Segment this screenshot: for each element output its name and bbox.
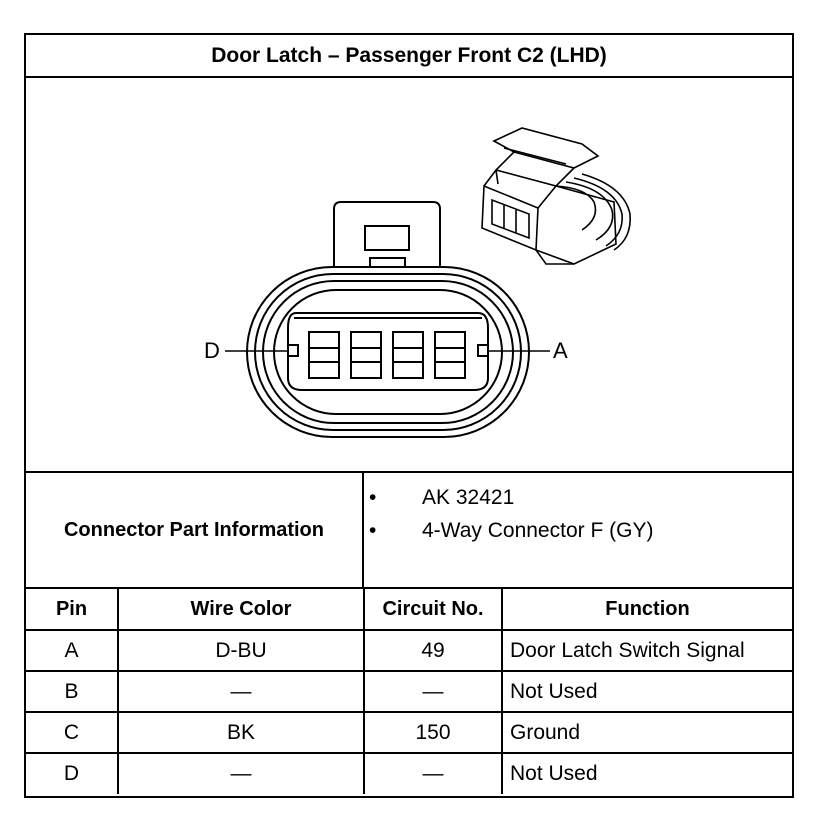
connector-info-label: Connector Part Information (26, 473, 364, 587)
connector-diagram: D A (26, 78, 792, 473)
connector-face-drawing (225, 127, 631, 438)
function-cell: Ground (501, 711, 792, 754)
wire-color-cell: — (117, 670, 365, 713)
connector-info-list: AK 32421 4-Way Connector F (GY) (364, 473, 792, 587)
circuit-cell: 49 (363, 629, 503, 672)
terminal-cavities (308, 331, 466, 379)
pin-label-a: A (553, 338, 568, 363)
connector-part-number: AK 32421 (369, 486, 514, 510)
pinout-table: Pin Wire Color Circuit No. Function A D-… (26, 589, 792, 794)
circuit-cell: 150 (363, 711, 503, 754)
pin-label-d: D (204, 338, 220, 363)
pin-cell: D (26, 752, 119, 794)
table-header-row: Pin Wire Color Circuit No. Function (26, 589, 792, 631)
circuit-cell: — (363, 752, 503, 794)
function-cell: Door Latch Switch Signal (501, 629, 792, 672)
header-function: Function (501, 589, 792, 631)
connector-sheet: Door Latch – Passenger Front C2 (LHD) (24, 33, 794, 798)
pin-cell: C (26, 711, 119, 754)
function-cell: Not Used (501, 752, 792, 794)
wire-color-cell: BK (117, 711, 365, 754)
table-row: D — — Not Used (26, 752, 792, 794)
connector-part-information: Connector Part Information AK 32421 4-Wa… (26, 473, 792, 589)
table-row: C BK 150 Ground (26, 711, 792, 754)
header-wire-color: Wire Color (117, 589, 365, 631)
page-title: Door Latch – Passenger Front C2 (LHD) (26, 35, 792, 78)
function-cell: Not Used (501, 670, 792, 713)
connector-isometric-illustration (481, 127, 631, 265)
circuit-cell: — (363, 670, 503, 713)
wire-color-cell: D-BU (117, 629, 365, 672)
pin-cell: B (26, 670, 119, 713)
table-row: B — — Not Used (26, 670, 792, 713)
header-circuit-no: Circuit No. (363, 589, 503, 631)
header-pin: Pin (26, 589, 119, 631)
wire-color-cell: — (117, 752, 365, 794)
table-row: A D-BU 49 Door Latch Switch Signal (26, 629, 792, 672)
pin-cell: A (26, 629, 119, 672)
connector-description: 4-Way Connector F (GY) (369, 519, 654, 543)
